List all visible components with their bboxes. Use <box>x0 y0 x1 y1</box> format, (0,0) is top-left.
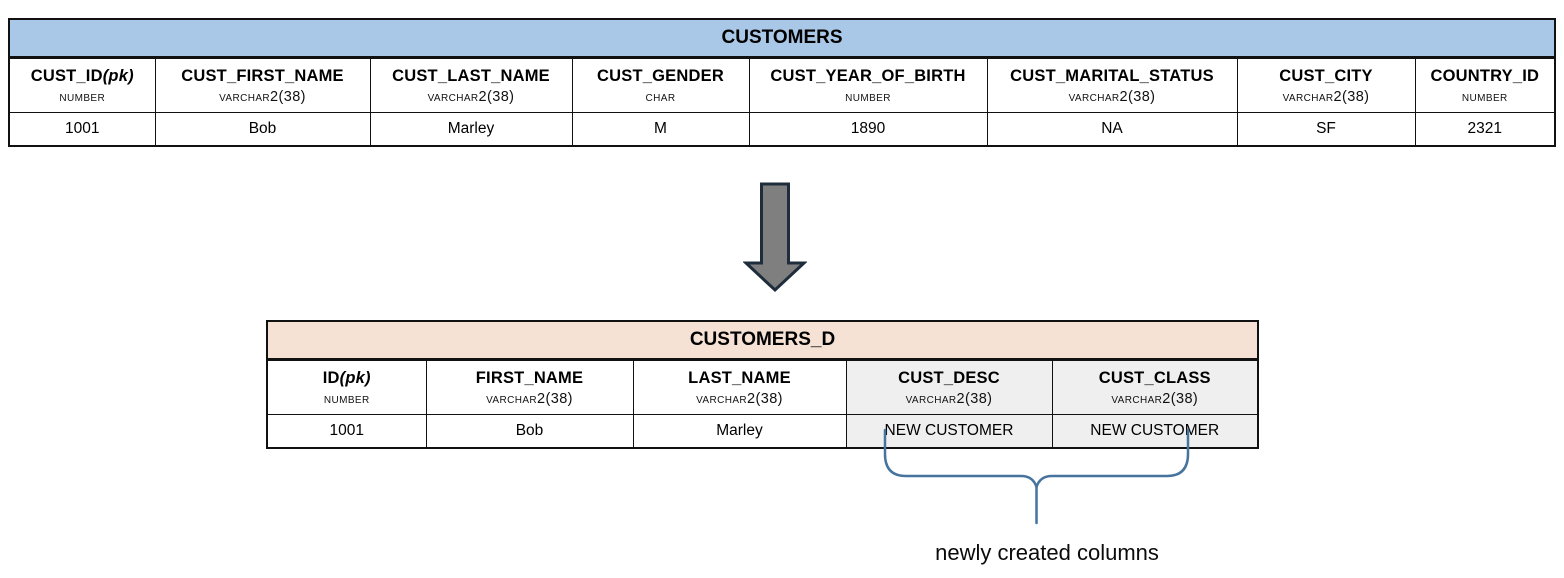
cell-value: 2321 <box>1414 112 1556 147</box>
source-colhead-cust-id: CUST_ID(pk) NUMBER <box>8 57 156 113</box>
column-name: CUST_CLASS <box>1053 367 1257 391</box>
curly-brace-annotation <box>883 428 1190 525</box>
column-type: VARCHAR2(38) <box>696 390 783 407</box>
source-colhead-cust-first-name: CUST_FIRST_NAME VARCHAR2(38) <box>154 57 371 113</box>
target-colhead-cust-desc: CUST_DESC VARCHAR2(38) <box>845 359 1053 415</box>
column-type: VARCHAR2(38) <box>1282 88 1370 105</box>
target-table-customers-d: CUSTOMERS_D ID(pk) NUMBER FIRST_NAME VAR… <box>266 320 1259 449</box>
source-table-title: CUSTOMERS <box>8 18 1556 59</box>
column-name-text: CUST_LAST_NAME <box>392 66 550 85</box>
column-name: CUST_DESC <box>847 367 1051 391</box>
pk-marker: (pk) <box>339 368 371 387</box>
column-type: VARCHAR2(38) <box>219 88 306 105</box>
column-name: CUST_LAST_NAME <box>371 65 571 89</box>
cell-value: 1001 <box>266 414 427 449</box>
column-name: LAST_NAME <box>634 367 845 391</box>
cell-value: Bob <box>425 414 634 449</box>
column-name: CUST_YEAR_OF_BIRTH <box>750 65 986 89</box>
column-name: CUST_MARITAL_STATUS <box>988 65 1236 89</box>
target-table-title: CUSTOMERS_D <box>266 320 1259 361</box>
column-type: VARCHAR2(38) <box>486 390 573 407</box>
column-name-text: CUST_DESC <box>898 368 1000 387</box>
column-name-text: CUST_YEAR_OF_BIRTH <box>770 66 966 85</box>
column-name: CUST_FIRST_NAME <box>156 65 369 89</box>
cell-value: Bob <box>154 112 371 147</box>
column-type: VARCHAR2(38) <box>905 390 993 407</box>
target-colhead-cust-class: CUST_CLASS VARCHAR2(38) <box>1051 359 1259 415</box>
source-colhead-cust-year-of-birth: CUST_YEAR_OF_BIRTH NUMBER <box>748 57 988 113</box>
source-colhead-cust-gender: CUST_GENDER CHAR <box>571 57 750 113</box>
column-name-text: CUST_GENDER <box>597 66 724 85</box>
cell-value: 1001 <box>8 112 156 147</box>
cell-value: NA <box>986 112 1238 147</box>
column-type: VARCHAR2(38) <box>1111 390 1199 407</box>
down-arrow-icon <box>743 182 807 293</box>
cell-value: M <box>571 112 750 147</box>
column-name-text: CUST_FIRST_NAME <box>181 66 344 85</box>
cell-value-new-column: NEW CUSTOMER <box>1051 414 1259 449</box>
source-colhead-cust-marital-status: CUST_MARITAL_STATUS VARCHAR2(38) <box>986 57 1238 113</box>
source-colhead-cust-last-name: CUST_LAST_NAME VARCHAR2(38) <box>369 57 573 113</box>
column-type: NUMBER <box>323 390 370 407</box>
target-data-row: 1001 Bob Marley NEW CUSTOMER NEW CUSTOME… <box>266 414 1259 449</box>
column-type: NUMBER <box>1461 88 1508 105</box>
column-type: VARCHAR2(38) <box>427 88 515 105</box>
cell-value: SF <box>1236 112 1416 147</box>
column-name-text: CUST_CITY <box>1279 66 1373 85</box>
column-name: ID(pk) <box>268 367 425 391</box>
column-name-text: LAST_NAME <box>688 368 791 387</box>
column-name: CUST_CITY <box>1238 65 1414 89</box>
cell-value: 1890 <box>748 112 988 147</box>
pk-marker: (pk) <box>102 66 134 85</box>
column-name-text: COUNTRY_ID <box>1430 66 1540 85</box>
target-colhead-id: ID(pk) NUMBER <box>266 359 427 415</box>
source-data-row: 1001 Bob Marley M 1890 NA SF 2321 <box>8 112 1556 147</box>
column-name-text: CUST_ID <box>30 66 103 85</box>
cell-value: Marley <box>632 414 847 449</box>
target-colhead-last-name: LAST_NAME VARCHAR2(38) <box>632 359 847 415</box>
column-name: COUNTRY_ID <box>1416 65 1554 89</box>
source-colhead-country-id: COUNTRY_ID NUMBER <box>1414 57 1556 113</box>
annotation-label: newly created columns <box>935 540 1159 565</box>
column-type: VARCHAR2(38) <box>1068 88 1156 105</box>
source-colhead-cust-city: CUST_CITY VARCHAR2(38) <box>1236 57 1416 113</box>
column-type: NUMBER <box>845 88 891 105</box>
column-name-text: FIRST_NAME <box>475 368 584 387</box>
column-name-text: CUST_CLASS <box>1098 368 1211 387</box>
column-name: FIRST_NAME <box>427 367 632 391</box>
column-name-text: ID <box>322 368 340 387</box>
cell-value-new-column: NEW CUSTOMER <box>845 414 1053 449</box>
column-type: NUMBER <box>59 88 106 105</box>
cell-value: Marley <box>369 112 573 147</box>
column-name: CUST_ID(pk) <box>10 65 154 89</box>
column-name: CUST_GENDER <box>573 65 748 89</box>
source-table-customers: CUSTOMERS CUST_ID(pk) NUMBER CUST_FIRST_… <box>8 18 1557 147</box>
column-name-text: CUST_MARITAL_STATUS <box>1010 66 1214 85</box>
target-colhead-first-name: FIRST_NAME VARCHAR2(38) <box>425 359 634 415</box>
column-type: CHAR <box>645 88 676 105</box>
